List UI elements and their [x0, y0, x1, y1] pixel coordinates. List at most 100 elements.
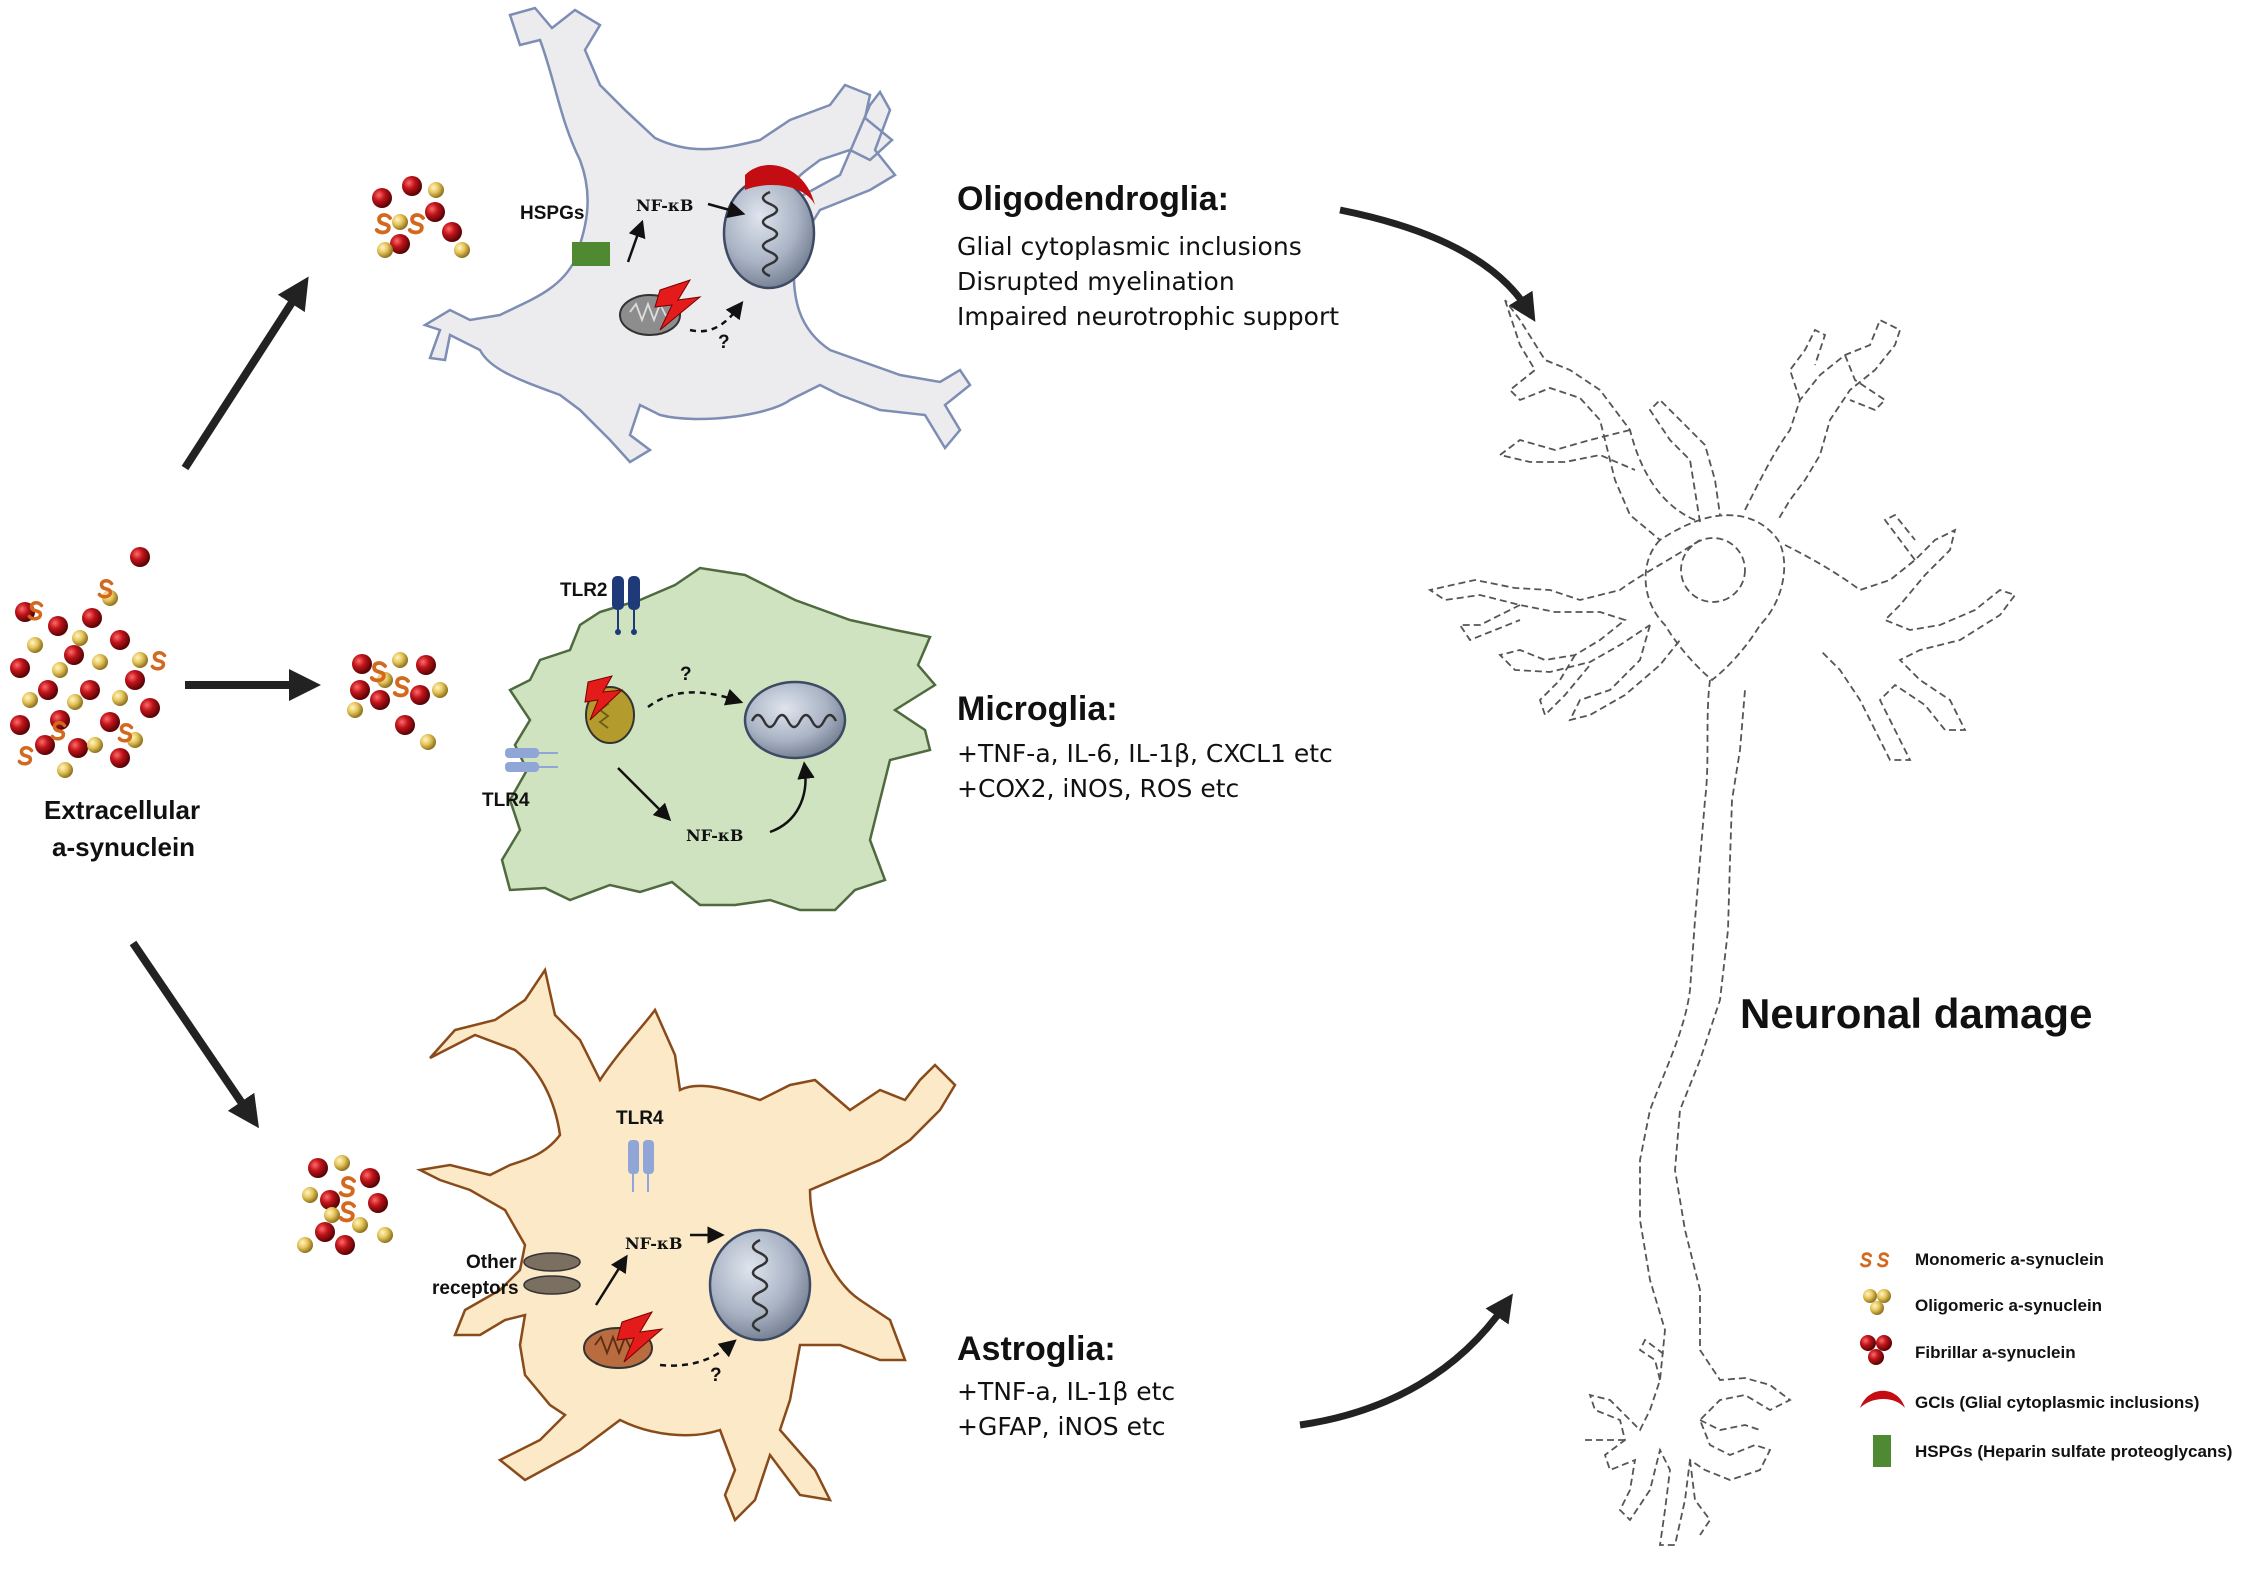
fibril-particle: [80, 680, 100, 700]
fibril-particle: [416, 655, 436, 675]
lightning-icon: [654, 279, 702, 331]
arrow-to-astroglia: [129, 940, 259, 1129]
lightning-icon: [584, 675, 624, 721]
monomer-legend-icon: [1859, 1252, 1890, 1268]
tlr4-label-astroglia: TLR4: [616, 1108, 664, 1129]
nucleus-dna-icon: [750, 713, 838, 729]
astro-unknown-label: ?: [710, 1365, 722, 1386]
legend-item-monomer: Monomeric a-synuclein: [1915, 1250, 2104, 1269]
fibril-particle: [10, 715, 30, 735]
fibril-particle: [130, 547, 150, 567]
oligomer-particle: [392, 652, 408, 668]
oligomer-particle: [72, 630, 88, 646]
fibril-particle: [38, 680, 58, 700]
oligomer-particle: [352, 1217, 368, 1233]
fibril-particle: [320, 1190, 340, 1210]
tlr2-receptor-icon: [612, 576, 640, 635]
fibril-particle: [10, 658, 30, 678]
monomer-particle: [117, 723, 134, 743]
lightning-icon: [616, 1311, 664, 1363]
oligomer-particle: [22, 692, 38, 708]
other-receptors-icon: [523, 1252, 581, 1295]
legend-item-hspg: HSPGs (Heparin sulfate proteoglycans): [1915, 1442, 2233, 1461]
monomer-particle: [374, 213, 392, 235]
fibril-particle: [442, 222, 462, 242]
micro-effect-1: +TNF-a, IL-6, IL-1β, CXCL1 etc: [957, 739, 1333, 768]
microglia-nucleus: [743, 680, 847, 760]
oligomer-particle: [334, 1155, 350, 1171]
tlr4-receptor-icon: [505, 748, 558, 772]
oligomer-particle: [428, 182, 444, 198]
hspg-legend-icon: [1873, 1435, 1891, 1467]
nucleus-dna-icon: [751, 1238, 769, 1333]
hspgs-label: HSPGs: [520, 203, 585, 224]
fibril-particle: [100, 712, 120, 732]
oligomer-particle: [302, 1187, 318, 1203]
other-receptors-line2: receptors: [432, 1278, 519, 1299]
monomer-particle: [150, 651, 167, 671]
arrow-astro-to-neuron: [1299, 1293, 1513, 1429]
fibril-particle: [335, 1235, 355, 1255]
oligo-effect-3: Impaired neurotrophic support: [957, 302, 1340, 331]
microglia-title: Microglia:: [957, 690, 1118, 728]
oligomer-particle: [57, 762, 73, 778]
oligomer-particle: [52, 662, 68, 678]
fibril-particle: [395, 715, 415, 735]
tlr4-label-microglia: TLR4: [482, 790, 530, 811]
oligomer-particle: [92, 654, 108, 670]
monomer-particle: [392, 676, 410, 698]
extracellular-label-line1: Extracellular: [44, 795, 201, 825]
fibril-legend-icon: [1860, 1335, 1892, 1365]
astro-nfkb-label: NF-κB: [625, 1234, 683, 1253]
fibril-particle: [125, 670, 145, 690]
neuron-outline: [1427, 299, 2017, 1546]
extracellular-synuclein-cluster: [10, 547, 167, 778]
oligomer-particle: [132, 652, 148, 668]
fibril-particle: [350, 680, 370, 700]
monomer-particle: [338, 1176, 356, 1198]
oligomer-particle: [324, 1207, 340, 1223]
oligomer-particle: [67, 694, 83, 710]
monomer-particle: [17, 746, 34, 766]
oligomer-particle: [377, 1227, 393, 1243]
synuclein-cluster-microglia: [347, 652, 448, 750]
fibril-particle: [352, 654, 372, 674]
oligomer-particle: [420, 734, 436, 750]
extracellular-label-line2: a-synuclein: [52, 832, 196, 862]
oligomer-particle: [432, 682, 448, 698]
fibril-particle: [402, 176, 422, 196]
astro-effect-2: +GFAP, iNOS etc: [957, 1412, 1166, 1441]
nucleus-dna-icon: [761, 190, 779, 278]
fibril-particle: [315, 1222, 335, 1242]
fibril-particle: [372, 188, 392, 208]
oligomer-particle: [112, 690, 128, 706]
fibril-particle: [110, 630, 130, 650]
gci-legend-icon: [1860, 1390, 1905, 1408]
other-receptors-line1: Other: [466, 1252, 517, 1273]
legend-item-oligomer: Oligomeric a-synuclein: [1915, 1296, 2103, 1315]
neuron-soma-icon: [1680, 537, 1746, 603]
oligomer-legend-icon: [1863, 1289, 1891, 1315]
fibril-particle: [64, 645, 84, 665]
fibril-particle: [48, 616, 68, 636]
astroglia-title: Astroglia:: [957, 1330, 1116, 1368]
oligomer-particle: [392, 214, 408, 230]
oligomer-particle: [102, 590, 118, 606]
microglia-cell: [500, 566, 937, 912]
gci-inclusion-icon: [745, 165, 815, 205]
tlr4-receptor-icon: [628, 1140, 654, 1192]
oligodendrocyte-cell: [422, 6, 972, 464]
oligodendrocyte-nucleus: [722, 176, 816, 290]
legend-item-fibril: Fibrillar a-synuclein: [1915, 1343, 2076, 1362]
fibril-particle: [360, 1168, 380, 1188]
arrow-oligo-to-neuron: [1339, 206, 1536, 322]
oligo-unknown-label: ?: [718, 332, 730, 353]
micro-nfkb-label: NF-κB: [686, 826, 744, 845]
oligomer-particle: [27, 637, 43, 653]
fibril-particle: [35, 735, 55, 755]
tlr2-label: TLR2: [560, 580, 608, 601]
arrow-to-oligodendroglia: [181, 276, 309, 471]
micro-effect-2: +COX2, iNOS, ROS etc: [957, 774, 1240, 803]
oligomer-particle: [377, 672, 393, 688]
